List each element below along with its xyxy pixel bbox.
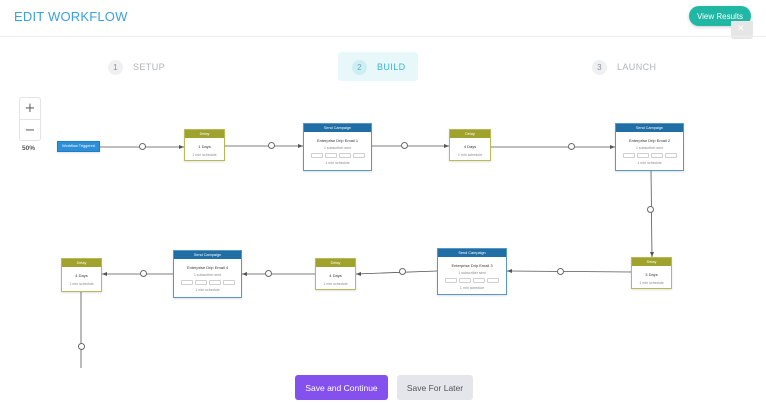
add-step-icon[interactable]	[140, 270, 147, 277]
step-number: 3	[592, 59, 607, 75]
delay-node[interactable]: Delay 4 Days 1 min schedule	[315, 258, 356, 290]
campaign-name: Enterprise Drip Email 4	[186, 265, 229, 270]
node-stat: 1 min schedule	[323, 282, 348, 286]
zoom-level: 50%	[22, 145, 36, 152]
node-header: Send Campaign	[438, 249, 506, 257]
step-launch[interactable]: 3 LAUNCH	[592, 58, 656, 76]
arrow-head	[650, 252, 654, 257]
step-label: BUILD	[377, 62, 406, 72]
campaign-metrics	[174, 280, 241, 285]
campaign-name: Enterprise Drip Email 2	[628, 138, 671, 143]
edge-campaign2-delay3	[650, 170, 653, 258]
arrow-head	[179, 145, 184, 149]
edge-delay3-campaign3	[506, 270, 632, 273]
campaign-metrics	[616, 153, 683, 158]
add-step-icon[interactable]	[568, 143, 575, 150]
node-schedule: 1 min schedule	[459, 286, 485, 290]
node-header: Send Campaign	[174, 251, 241, 259]
node-stat: 1 subscriber sent	[458, 271, 486, 275]
node-stat: 1 min schedule	[639, 281, 664, 285]
node-stat: 1 subscriber sent	[635, 146, 664, 150]
header-divider	[0, 36, 766, 37]
zoom-in-button[interactable]: +	[24, 101, 36, 116]
campaign-name: Enterprise Drip Email 1	[316, 138, 359, 143]
node-header: Delay	[450, 130, 490, 138]
node-stat: 1 min schedule	[457, 153, 483, 157]
delay-node[interactable]: Delay 1 Days 1 min schedule	[184, 129, 225, 161]
node-schedule: 1 min schedule	[637, 161, 662, 165]
delay-duration: 4 Days	[329, 273, 342, 278]
delay-node[interactable]: Delay 4 Days 1 min schedule	[449, 129, 491, 161]
step-number: 2	[352, 59, 367, 75]
campaign-metrics	[438, 278, 506, 283]
delay-duration: 4 Days	[75, 273, 88, 278]
zoom-out-button[interactable]: −	[24, 123, 36, 138]
step-build[interactable]: 2 BUILD	[352, 58, 406, 76]
node-header: Delay	[316, 259, 355, 267]
send-campaign-node[interactable]: Send Campaign Enterprise Drip Email 1 1 …	[303, 123, 372, 171]
send-campaign-node[interactable]: Send Campaign Enterprise Drip Email 3 1 …	[437, 248, 507, 295]
node-header: Send Campaign	[616, 124, 683, 132]
delay-node[interactable]: Delay 4 Days 1 min schedule	[61, 258, 102, 292]
active-step-highlight	[338, 52, 418, 81]
workflow-trigger-node[interactable]: Workflow Triggered	[57, 141, 100, 152]
arrow-head	[356, 272, 361, 276]
node-schedule: 1 min schedule	[195, 288, 220, 292]
add-step-icon[interactable]	[268, 142, 275, 149]
node-header: Delay	[62, 259, 101, 267]
close-panel-button[interactable]: ✕	[731, 21, 753, 39]
step-label: SETUP	[133, 62, 166, 72]
node-stat: 1 subscriber sent	[323, 146, 352, 150]
arrow-head	[242, 272, 247, 276]
add-step-icon[interactable]	[78, 343, 85, 350]
step-label: LAUNCH	[617, 62, 657, 72]
arrow-head	[507, 269, 512, 273]
arrow-head	[298, 144, 303, 148]
campaign-metrics	[304, 153, 371, 158]
close-icon: ✕	[737, 24, 745, 34]
add-step-icon[interactable]	[401, 142, 408, 149]
delay-duration: 4 Days	[463, 144, 477, 149]
add-step-icon[interactable]	[647, 206, 654, 213]
node-header: Delay	[185, 130, 224, 138]
send-campaign-node[interactable]: Send Campaign Enterprise Drip Email 2 1 …	[615, 123, 684, 171]
node-stat: 1 min schedule	[192, 153, 217, 157]
node-stat: 1 min schedule	[69, 282, 94, 286]
zoom-divider	[20, 119, 40, 120]
delay-duration: 3 Days	[645, 272, 658, 277]
edge-campaign3-delay4	[355, 270, 438, 275]
campaign-name: Enterprise Drip Email 3	[451, 263, 493, 268]
arrow-head	[444, 144, 449, 148]
add-step-icon[interactable]	[139, 143, 146, 150]
add-step-icon[interactable]	[265, 270, 272, 277]
delay-node[interactable]: Delay 3 Days 1 min schedule	[631, 257, 672, 289]
delay-duration: 1 Days	[198, 144, 211, 149]
node-header: Send Campaign	[304, 124, 371, 132]
node-stat: 1 subscriber sent	[193, 273, 222, 277]
step-setup[interactable]: 1 SETUP	[108, 58, 165, 76]
node-header: Delay	[632, 258, 671, 266]
arrow-head	[102, 272, 107, 276]
page-title: EDIT WORKFLOW	[14, 9, 128, 24]
add-step-icon[interactable]	[557, 268, 564, 275]
node-schedule: 1 min schedule	[325, 161, 350, 165]
step-number: 1	[108, 59, 123, 75]
arrow-head	[610, 145, 615, 149]
send-campaign-node[interactable]: Send Campaign Enterprise Drip Email 4 1 …	[173, 250, 242, 298]
zoom-control: + −	[19, 97, 41, 141]
add-step-icon[interactable]	[399, 268, 406, 275]
save-for-later-button[interactable]: Save For Later	[397, 375, 473, 400]
save-and-continue-button[interactable]: Save and Continue	[295, 375, 388, 400]
